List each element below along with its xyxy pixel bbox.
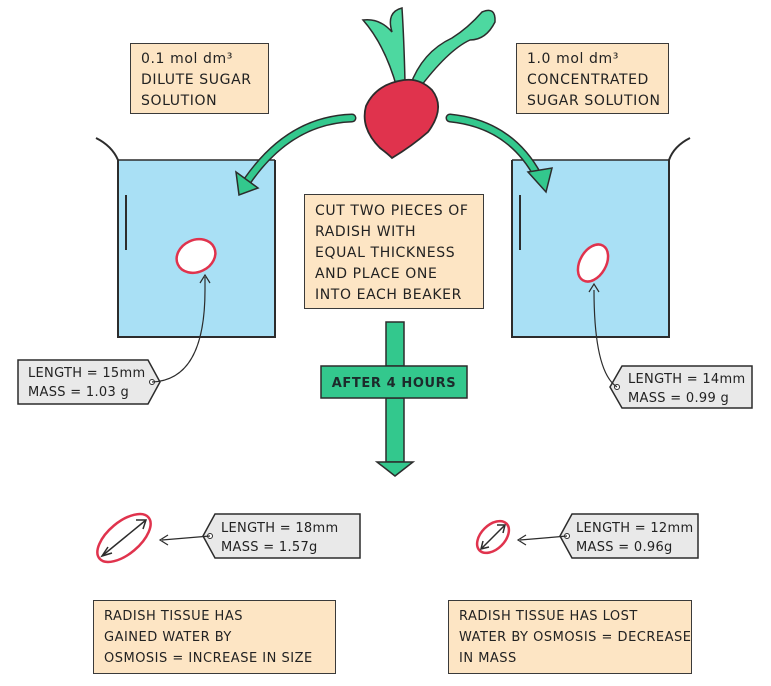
- right-solution-concentration: 1.0 mol dm³: [527, 51, 619, 67]
- conclusion-left-line-2: GAINED WATER BY: [104, 630, 232, 645]
- down-arrow: [320, 321, 468, 477]
- conclusion-left-line-1: RADISH TISSUE HAS: [104, 609, 243, 624]
- after-right-length: LENGTH = 12mm: [576, 521, 694, 536]
- before-right-length: LENGTH = 14mm: [628, 372, 746, 387]
- instruction-line-1: CUT TWO PIECES OF: [315, 203, 469, 219]
- instruction-line-2: RADISH WITH: [315, 224, 417, 240]
- before-left-length: LENGTH = 15mm: [28, 366, 146, 381]
- right-solution-line3: SUGAR SOLUTION: [527, 93, 661, 109]
- radish-piece-right: [576, 243, 610, 283]
- conclusion-left: RADISH TISSUE HAS GAINED WATER BY OSMOSI…: [93, 600, 336, 674]
- conclusion-left-line-3: OSMOSIS = INCREASE IN SIZE: [104, 651, 313, 666]
- transfer-arrows: [235, 113, 554, 197]
- radish-piece-after-left: [96, 512, 152, 564]
- radish-icon: [361, 7, 496, 160]
- radish-piece-after-right: [475, 519, 511, 555]
- left-solution-line3: SOLUTION: [141, 93, 218, 109]
- tag-shapes: [17, 359, 753, 559]
- right-solution-line2: CONCENTRATED: [527, 72, 649, 88]
- conclusion-right: RADISH TISSUE HAS LOST WATER BY OSMOSIS …: [448, 600, 692, 674]
- right-beaker: [511, 137, 691, 338]
- instruction-line-4: AND PLACE ONE: [315, 266, 438, 282]
- left-solution-concentration: 0.1 mol dm³: [141, 51, 233, 67]
- left-solution-label: 0.1 mol dm³ DILUTE SUGAR SOLUTION: [130, 43, 269, 114]
- instruction-line-5: INTO EACH BEAKER: [315, 287, 462, 303]
- after-right-mass: MASS = 0.96g: [576, 540, 673, 555]
- radish-piece-left: [175, 237, 217, 275]
- left-beaker: [95, 137, 276, 338]
- instruction-box: CUT TWO PIECES OF RADISH WITH EQUAL THIC…: [304, 194, 484, 309]
- before-right-mass: MASS = 0.99 g: [628, 391, 729, 406]
- after-left-mass: MASS = 1.57g: [221, 540, 318, 555]
- conclusion-right-line-1: RADISH TISSUE HAS LOST: [459, 609, 638, 624]
- instruction-line-3: EQUAL THICKNESS: [315, 245, 456, 261]
- conclusion-right-line-3: IN MASS: [459, 651, 517, 666]
- conclusion-right-line-2: WATER BY OSMOSIS = DECREASE: [459, 630, 692, 645]
- left-solution-line2: DILUTE SUGAR: [141, 72, 252, 88]
- right-solution-label: 1.0 mol dm³ CONCENTRATED SUGAR SOLUTION: [516, 43, 669, 114]
- after-left-length: LENGTH = 18mm: [221, 521, 339, 536]
- before-left-mass: MASS = 1.03 g: [28, 385, 129, 400]
- time-step-label: AFTER 4 HOURS: [331, 375, 457, 391]
- connector-lines: [151, 273, 618, 546]
